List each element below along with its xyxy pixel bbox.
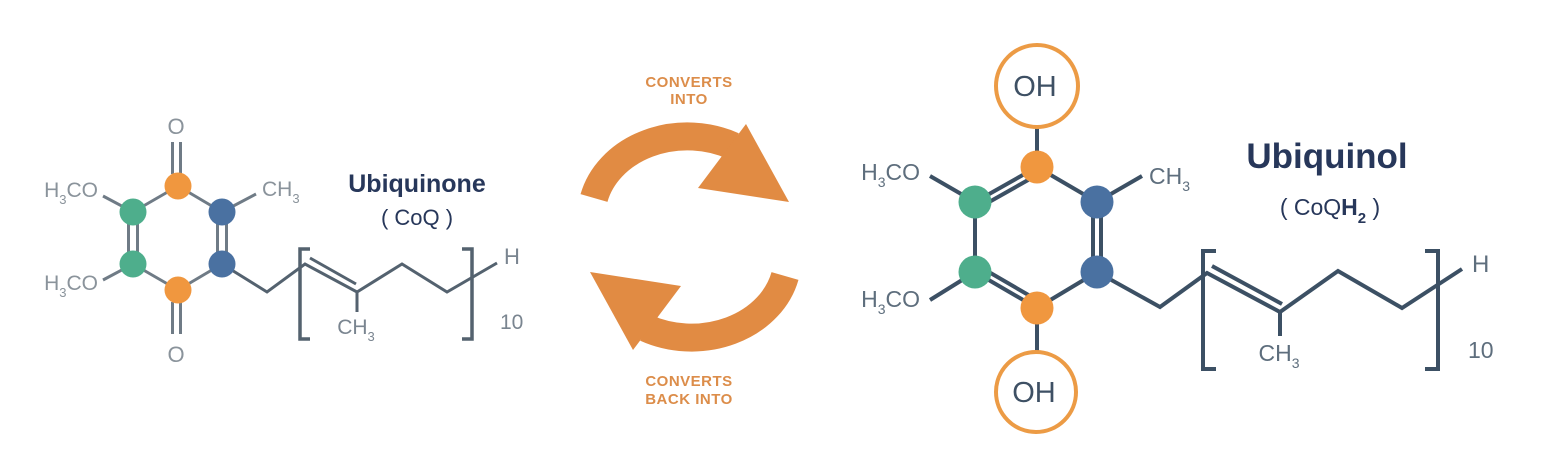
chain-methyl-label: CH3 [337,316,375,344]
cycle-arrow-top-icon [580,122,789,203]
methoxy-label: H3CO [44,272,98,300]
ubiquinone-side-chain [221,247,498,341]
carbon-dot-orange-icon [1020,291,1054,325]
carbon-dot-green-icon [119,250,147,278]
hydroxyl-label: OH [1012,377,1056,409]
chain-methyl-label: CH3 [1258,340,1299,371]
ubiquinone-subtitle: ( CoQ ) [381,205,453,230]
repeat-count: 10 [1468,337,1494,363]
methyl-label: CH3 [1149,163,1190,194]
bracket-open [1201,249,1216,371]
ubiquinol-labels: OH OH H3CO H3CO CH3 [861,71,1190,409]
converts-back-line2: BACK INTO [645,391,733,408]
arrow-head [698,124,789,202]
bracket-close [1425,249,1440,371]
converts-back-line1: CONVERTS [645,373,732,390]
carbon-dot-blue-icon [1080,185,1114,219]
carbon-dot-blue-icon [208,250,236,278]
ubiquinol-title: Ubiquinol [1246,137,1407,176]
hydroxyl-circle-top [994,43,1080,129]
ubiquinol-side-chain [1096,249,1464,371]
converts-into-line2: INTO [670,91,708,108]
methoxy-label: H3CO [861,159,920,190]
chain-backbone [221,261,498,294]
hydroxyl-circles [994,43,1080,434]
converts-into-line1: CONVERTS [645,74,732,91]
bracket-open [298,247,310,341]
ubiquinol-subtitle: ( CoQH2 ) [1280,194,1380,227]
chain-backbone [1096,267,1464,315]
ubiquinone-ring-dots [119,172,236,304]
hydroxyl-circle-bottom [994,350,1078,434]
ubiquinol-chain-labels: CH3 H 10 [1258,251,1493,371]
chain-double-bond [1211,264,1283,306]
carbon-dot-green-icon [958,255,992,289]
repeat-count: 10 [500,311,523,334]
carbon-dot-blue-icon [1080,255,1114,289]
ubiquinone-title-block: Ubiquinone ( CoQ ) [348,170,486,230]
bracket-close [462,247,474,341]
hydrogen-label: H [1472,251,1489,278]
methoxy-label: H3CO [861,286,920,317]
carbon-dot-green-icon [119,198,147,226]
oxygen-label: O [167,114,184,139]
ubiquinone-structure: O O H3CO H3CO CH3 CH3 H 10 Ubiquinone ( … [44,114,523,367]
cycle-arrow-bottom-icon [590,271,799,352]
ubiquinol-structure: OH OH H3CO H3CO CH3 CH3 H 10 Ubiquinol (… [861,43,1494,434]
arrow-arc [640,271,799,352]
carbon-dot-orange-icon [164,172,192,200]
arrow-arc [580,122,739,203]
oxygen-label: O [167,342,184,367]
carbon-dot-orange-icon [1020,150,1054,184]
ubiquinol-title-block: Ubiquinol ( CoQH2 ) [1246,137,1407,227]
methyl-label: CH3 [262,178,300,206]
chain-double-bond [309,256,357,286]
arrow-head [590,272,681,350]
hydroxyl-label: OH [1013,71,1057,103]
converts-back-into-label: CONVERTS BACK INTO [645,373,733,408]
methoxy-label: H3CO [44,179,98,207]
carbon-dot-blue-icon [208,198,236,226]
ubiquinone-labels: O O H3CO H3CO CH3 [44,114,299,367]
conversion-cycle: CONVERTS INTO CONVERTS BACK INTO [580,74,799,408]
ubiquinol-ring-dots [958,150,1114,325]
ubiquinone-title: Ubiquinone [348,170,486,198]
carbon-dot-green-icon [958,185,992,219]
ubiquinone-chain-labels: CH3 H 10 [337,244,523,344]
converts-into-label: CONVERTS INTO [645,74,732,108]
ubiquinone-ring-bonds [102,142,257,334]
carbon-dot-orange-icon [164,276,192,304]
hydrogen-label: H [504,244,520,269]
